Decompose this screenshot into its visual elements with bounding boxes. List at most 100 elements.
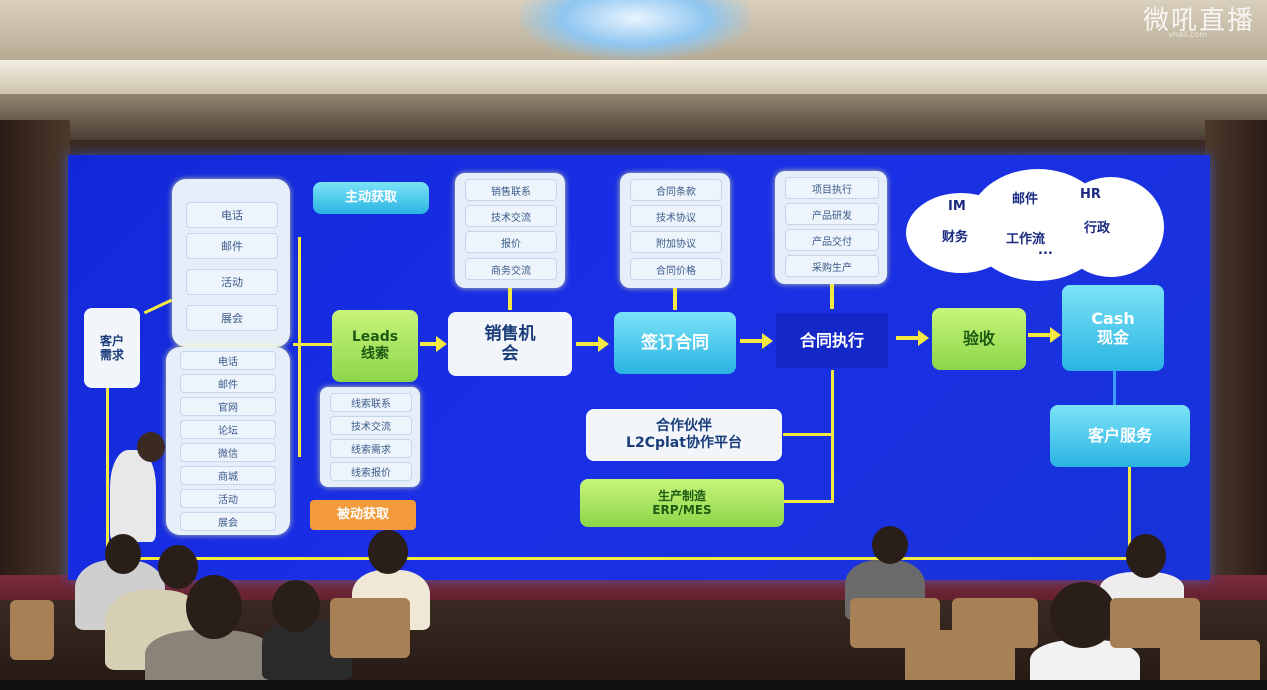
arrow-head	[1050, 327, 1061, 343]
active-channel: 展会	[186, 305, 278, 331]
video-control-bar[interactable]	[0, 680, 1267, 690]
cash-en: Cash	[1091, 308, 1135, 328]
arrow-shaft	[420, 342, 438, 346]
arrow-shaft	[508, 288, 512, 310]
arrow-head	[436, 336, 447, 352]
leads-en: Leads	[351, 329, 399, 346]
audience-head	[272, 580, 320, 632]
watermark-site: vhall.com	[1168, 30, 1207, 39]
audience-head	[1050, 582, 1116, 648]
customer-demand-box: 客户 需求	[84, 308, 140, 388]
passive-acquire-label: 被动获取	[310, 500, 416, 530]
arrow-shaft	[896, 336, 920, 340]
mfg-line2: ERP/MES	[652, 503, 712, 517]
active-channel: 活动	[186, 269, 278, 295]
execution-item: 采购生产	[785, 255, 879, 277]
arrow-shaft	[673, 288, 677, 310]
audience-head	[158, 545, 198, 589]
active-channel: 电话	[186, 202, 278, 228]
presenter	[110, 450, 156, 542]
passive-channel: 官网	[180, 397, 276, 416]
arrow-shaft	[576, 342, 600, 346]
ceiling-light	[520, 0, 750, 60]
connector-line	[293, 343, 333, 346]
cloud-item: 邮件	[1012, 192, 1039, 207]
opportunity-item: 销售联系	[465, 179, 557, 201]
cloud-item: IM	[948, 199, 966, 214]
ceiling-beam	[0, 60, 1267, 94]
chair	[1110, 598, 1200, 648]
contract-item: 附加协议	[630, 231, 722, 253]
customer-service-box: 客户服务	[1050, 405, 1190, 467]
connector-line	[783, 500, 833, 503]
audience-head	[1126, 534, 1166, 578]
execution-item: 产品研发	[785, 203, 879, 225]
passive-channel: 微信	[180, 443, 276, 462]
connector-line	[783, 433, 833, 436]
passive-channel: 展会	[180, 512, 276, 531]
audience-head	[105, 534, 141, 574]
partner-line1: 合作伙伴	[656, 418, 712, 435]
passive-channel: 商城	[180, 466, 276, 485]
connector-line	[1113, 370, 1116, 405]
arrow-head	[762, 333, 773, 349]
wall-right	[1205, 120, 1267, 590]
leads-item: 线索需求	[330, 439, 412, 458]
cloud-item: 工作流	[1006, 232, 1046, 247]
arrow-head	[918, 330, 929, 346]
passive-channel: 论坛	[180, 420, 276, 439]
cloud-item: ...	[1038, 243, 1053, 258]
partner-line2: L2Cplat协作平台	[626, 435, 742, 451]
acceptance-box: 验收	[932, 308, 1026, 370]
cash-box: Cash 现金	[1062, 285, 1164, 371]
arrow-shaft	[740, 339, 764, 343]
contract-execution-box: 合同执行	[776, 313, 888, 368]
presenter-head	[137, 432, 165, 462]
contract-item: 合同条款	[630, 179, 722, 201]
active-channel: 邮件	[186, 233, 278, 259]
leads-item: 线索报价	[330, 462, 412, 481]
opportunity-item: 技术交流	[465, 205, 557, 227]
sales-opportunity-box: 销售机 会	[448, 312, 572, 376]
leads-item: 线索联系	[330, 393, 412, 412]
cash-cn: 现金	[1096, 328, 1129, 347]
cloud-item: 财务	[942, 230, 969, 245]
connector-line	[1128, 467, 1131, 560]
chair	[330, 598, 410, 658]
partner-platform-box: 合作伙伴 L2Cplat协作平台	[586, 409, 782, 461]
leads-box: Leads 线索	[332, 310, 418, 382]
contract-item: 合同价格	[630, 258, 722, 280]
arrow-shaft	[830, 284, 834, 309]
connector-line	[143, 298, 173, 315]
connector-line	[298, 237, 301, 457]
projection-screen: 客户 需求 电话 邮件 活动 展会 主动获取 电话 邮件 官网 论坛 微信 商城…	[68, 155, 1210, 580]
execution-item: 项目执行	[785, 177, 879, 199]
sign-contract-box: 签订合同	[614, 312, 736, 374]
wall-left	[0, 120, 70, 590]
passive-channel: 活动	[180, 489, 276, 508]
passive-channel: 电话	[180, 351, 276, 370]
chair	[10, 600, 54, 660]
cloud-shape	[1058, 177, 1164, 277]
cloud-item: HR	[1080, 187, 1101, 202]
arrow-shaft	[1028, 333, 1052, 337]
audience-head	[186, 575, 242, 639]
execution-item: 产品交付	[785, 229, 879, 251]
connector-line	[106, 385, 109, 560]
opportunity-item: 报价	[465, 231, 557, 253]
connector-line	[831, 370, 834, 503]
opportunity-item: 商务交流	[465, 258, 557, 280]
manufacturing-box: 生产制造 ERP/MES	[580, 479, 784, 527]
active-acquire-label: 主动获取	[313, 182, 429, 214]
passive-channel: 邮件	[180, 374, 276, 393]
arrow-head	[598, 336, 609, 352]
contract-item: 技术协议	[630, 205, 722, 227]
cloud-item: 行政	[1084, 221, 1111, 236]
leads-item: 技术交流	[330, 416, 412, 435]
leads-cn: 线索	[361, 346, 389, 362]
audience-head	[872, 526, 908, 564]
mfg-line1: 生产制造	[657, 488, 706, 503]
watermark-brand: 微吼直播	[1142, 6, 1255, 36]
connector-line	[106, 557, 1131, 560]
audience-head	[368, 530, 408, 574]
